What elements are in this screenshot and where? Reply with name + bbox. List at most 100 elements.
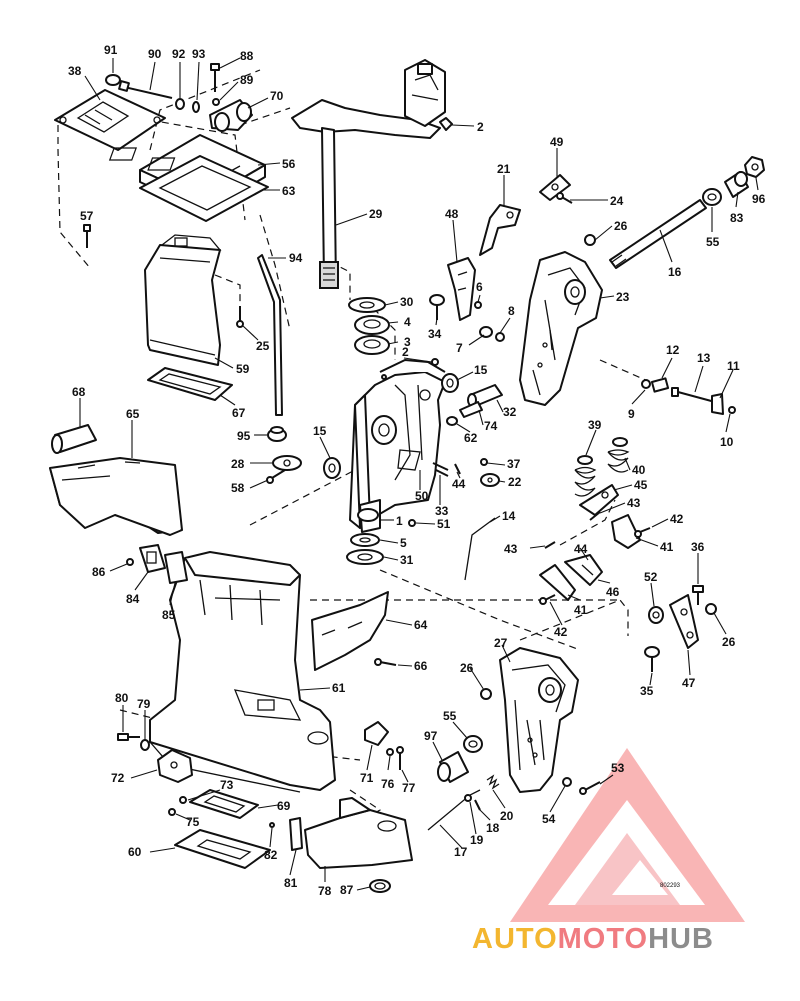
watermark-logo-mark [510,748,745,922]
callout-label: 8 [508,304,515,318]
callout-label: 36 [691,540,705,554]
callout-label: 74 [484,419,498,433]
callout-label: 75 [186,815,200,829]
svg-text:AUTOMOTOHUB: AUTOMOTOHUB [472,923,714,955]
plate-45 [579,484,619,516]
callout-label: 65 [126,407,140,421]
callout-label: 67 [232,406,246,420]
callout-label: 38 [68,64,82,78]
exhaust-plate-38 [54,89,166,151]
callout-label: 60 [128,845,142,859]
callout-label: 54 [542,812,556,826]
clip-28 [272,455,302,471]
watermark-moto: MOTO [558,923,648,955]
callout-label: 66 [414,659,428,673]
callout-label: 93 [192,47,206,61]
bolt-58 [266,469,286,484]
cover-65 [49,457,183,536]
bolt-set-12-13-11 [641,377,736,415]
callout-label: 12 [666,343,680,357]
lever-22 [480,473,500,487]
plate-78 [304,797,413,869]
pin-33 [432,462,449,477]
plug-79 [140,739,150,751]
callout-label: 9 [628,407,635,421]
callout-label: 81 [284,876,298,890]
callout-label: 23 [616,290,630,304]
grip-68 [51,424,97,454]
pin-43-right [589,511,601,521]
callout-label: 43 [504,542,518,556]
callout-label: 76 [381,777,395,791]
tilt-tube-16 [609,199,707,269]
strip-81 [289,817,303,851]
callout-label: 55 [443,709,457,723]
callout-label: 39 [588,418,602,432]
swivel-bracket-1 [349,359,446,533]
callout-label: 31 [400,553,414,567]
callout-label: 42 [670,512,684,526]
bolt-stack-top [105,63,253,132]
nut-26-right [705,603,717,615]
cover-64 [311,591,389,671]
screw-82 [269,822,275,828]
callout-label: 46 [606,585,620,599]
callout-label: 33 [435,504,449,518]
screw-24 [556,192,573,204]
block-71 [364,721,389,746]
nut-55-top [702,188,722,206]
callout-label: 4 [404,315,411,329]
rod-17-19-18 [427,789,481,831]
callout-label: 43 [627,496,641,510]
callout-label: 17 [454,845,468,859]
lever-21 [479,204,521,256]
callout-label: 70 [270,89,284,103]
callout-label: 89 [240,73,254,87]
callout-label: 29 [369,207,383,221]
callout-label: 10 [720,435,734,449]
callout-label: 79 [137,697,151,711]
callout-label: 42 [554,625,568,639]
drawing-code: 802293 [660,883,681,889]
screws-42 [539,527,651,605]
callout-label: 18 [486,821,500,835]
nut-96 [744,156,765,178]
bolt-80 [117,733,140,741]
plate-60 [174,829,271,869]
leader-lines [79,57,759,891]
bushing-97 [437,751,469,783]
callout-label: 45 [634,478,648,492]
bolt-53 [579,781,601,795]
callout-label: 7 [456,341,463,355]
gasket-69 [189,789,259,819]
bolt-34 [429,294,445,320]
callout-label: 2 [402,345,409,359]
callout-label: 59 [236,362,250,376]
callout-label: 88 [240,49,254,63]
callout-label: 44 [574,542,588,556]
callout-label: 72 [111,771,125,785]
bushing-52 [648,606,664,624]
callout-label: 56 [282,157,296,171]
callout-label: 20 [500,809,514,823]
callout-label: 25 [256,339,270,353]
callout-label: 58 [231,481,245,495]
nut-26-lower [480,688,492,700]
callout-label: 87 [340,883,354,897]
callout-label: 57 [80,209,94,223]
screw-66 [374,658,397,666]
callout-label: 32 [503,405,517,419]
callout-label: 53 [611,761,625,775]
callout-label: 64 [414,618,428,632]
lever-41-upper [611,514,641,549]
callout-label: 5 [400,536,407,550]
callout-label: 15 [313,424,327,438]
callout-label: 50 [415,489,429,503]
water-tube-94 [257,254,283,416]
bolt-36 [692,585,704,605]
callout-label: 11 [727,359,740,373]
callout-label: 41 [574,603,588,617]
housing-59 [144,234,222,366]
gasket-67 [147,367,233,401]
clamp-bracket-27 [499,647,579,793]
